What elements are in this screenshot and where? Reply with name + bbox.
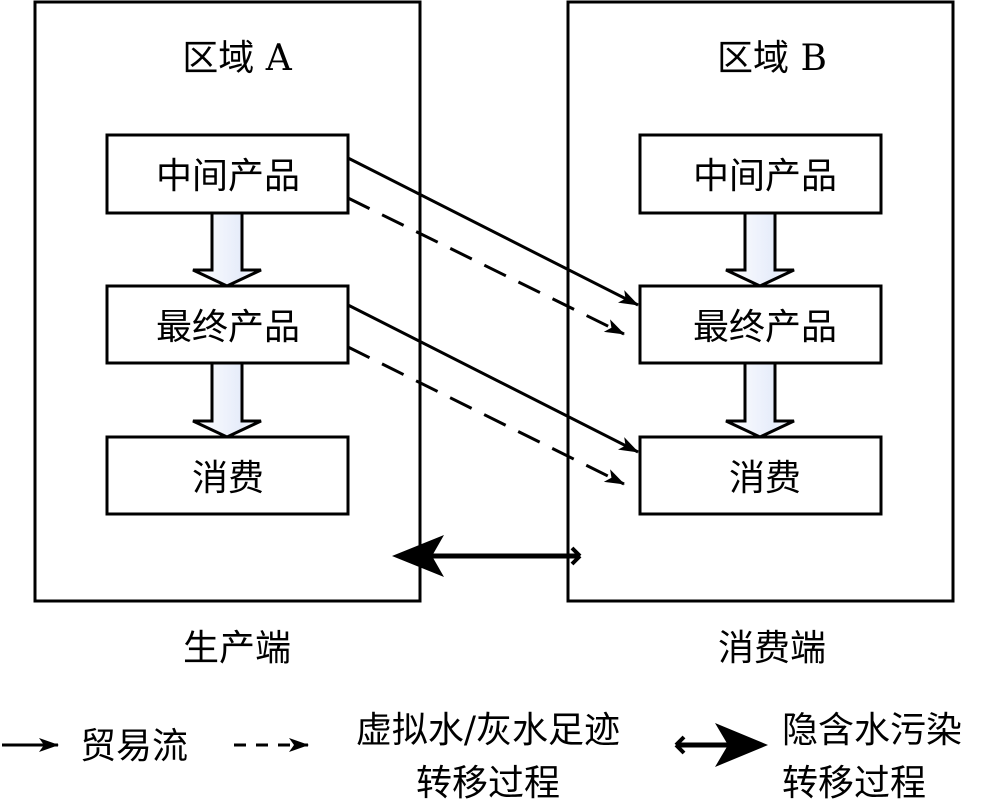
legend-pollution: 隐含水污染 转移过程 <box>674 710 962 801</box>
region-a-consumption-box <box>105 435 350 516</box>
trade-flow-intermediate-to-final <box>347 156 639 307</box>
region-b-block-arrow-2 <box>725 361 795 439</box>
region-b-consumption-label: 消费 <box>729 458 801 499</box>
region-a-intermediate-label: 中间产品 <box>156 156 300 197</box>
legend-pollution-line2: 转移过程 <box>782 763 926 801</box>
region-b-intermediate-label: 中间产品 <box>693 156 837 197</box>
region-b-intermediate-box <box>638 133 883 215</box>
region-a-final-label: 最终产品 <box>156 307 300 348</box>
region-b-final-label: 最终产品 <box>693 307 837 348</box>
legend-virtual-water-line2: 转移过程 <box>416 763 560 801</box>
legend-bold-arrow-icon <box>674 723 768 767</box>
region-a: 区域 A 中间产品 最终产品 消费 生产端 <box>33 0 422 669</box>
legend-trade-flow: 贸易流 <box>2 726 188 767</box>
trade-flow-final-to-consumption <box>347 303 639 454</box>
region-b-title: 区域 B <box>717 38 827 79</box>
legend: 贸易流 虚拟水/灰水足迹 转移过程 隐含水污染 转移过程 <box>2 710 962 801</box>
region-a-title: 区域 A <box>182 38 292 79</box>
virtual-water-flow-intermediate-to-final <box>347 196 625 336</box>
pollution-transfer-arrow <box>392 535 582 577</box>
virtual-water-flow-final-to-consumption <box>347 345 625 486</box>
region-a-consumption-label: 消费 <box>192 458 264 499</box>
region-b: 区域 B 中间产品 最终产品 消费 消费端 <box>566 0 955 669</box>
region-b-consumption-box <box>638 435 883 516</box>
region-b-block-arrow-1 <box>725 211 795 288</box>
region-a-block-arrow-1 <box>192 211 262 288</box>
legend-virtual-water-line1: 虚拟水/灰水足迹 <box>356 710 620 751</box>
region-a-caption: 生产端 <box>183 628 291 669</box>
legend-trade-flow-label: 贸易流 <box>80 726 188 767</box>
region-a-block-arrow-2 <box>192 361 262 439</box>
legend-virtual-water: 虚拟水/灰水足迹 转移过程 <box>234 710 620 801</box>
region-b-frame <box>566 0 955 603</box>
region-a-frame <box>33 0 422 603</box>
region-b-caption: 消费端 <box>718 628 826 669</box>
legend-pollution-line1: 隐含水污染 <box>782 710 962 751</box>
